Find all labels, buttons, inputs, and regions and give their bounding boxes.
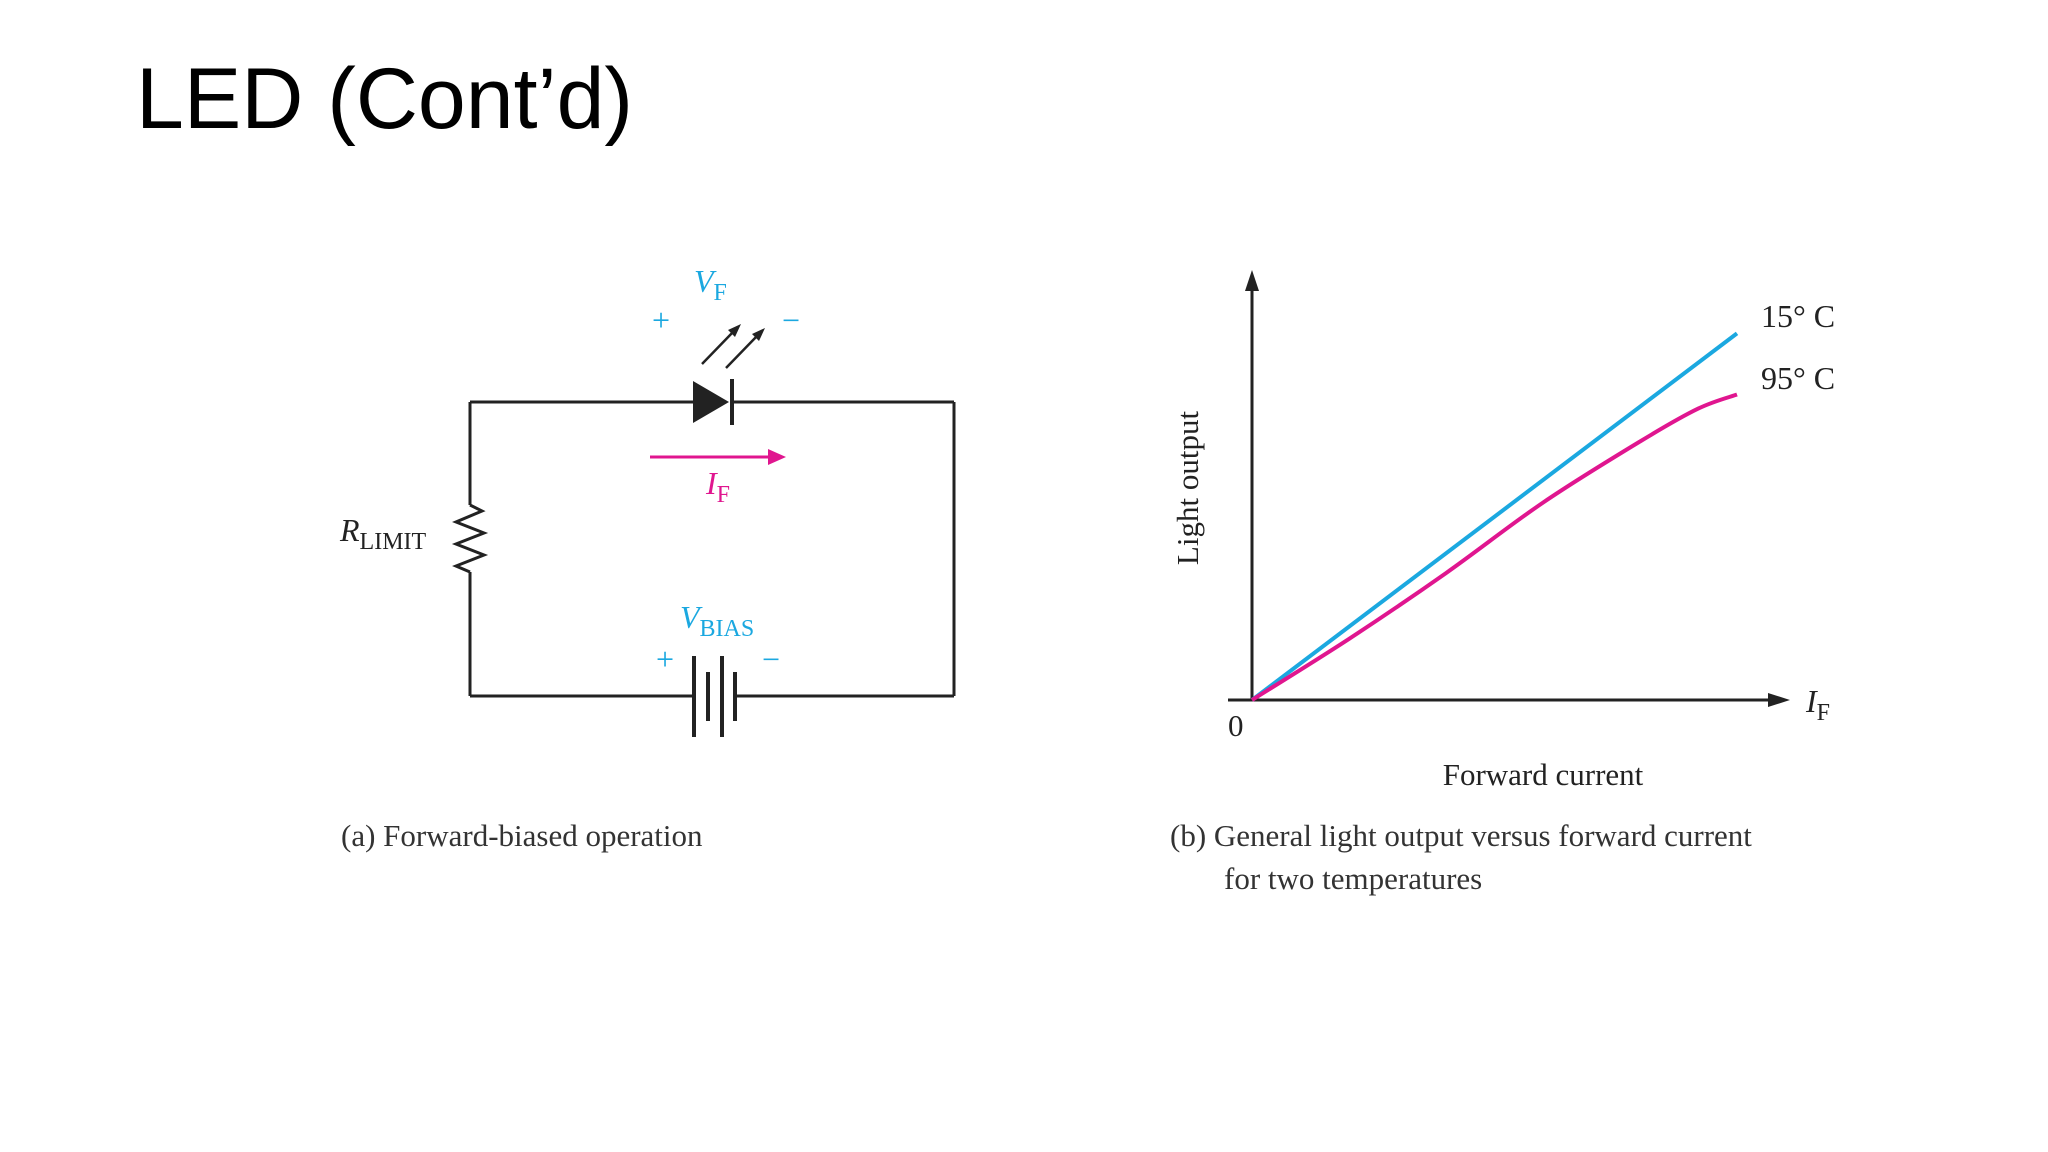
emission-arrowhead-2: [752, 328, 765, 341]
if-label: IF: [705, 465, 730, 508]
x-axis-label: Forward current: [1443, 757, 1644, 792]
circuit-caption: (a) Forward-biased operation: [341, 818, 703, 853]
vbias-minus-sign: −: [762, 641, 780, 677]
vf-label: VF: [694, 263, 727, 306]
x-axis-arrowhead: [1768, 693, 1790, 707]
light-output-chart: 15° C 95° C Light output Forward current…: [1170, 270, 1835, 896]
vbias-plus-sign: +: [656, 641, 674, 677]
current-arrowhead: [768, 449, 786, 465]
y-axis-arrowhead: [1245, 270, 1259, 291]
r-limit-label: RLIMIT: [339, 512, 427, 555]
emission-arrowhead-1: [728, 324, 741, 337]
series-line-15c: [1250, 331, 1739, 702]
slide-title: LED (Cont’d): [136, 51, 634, 147]
origin-label: 0: [1228, 708, 1244, 743]
series-label-15c: 15° C: [1761, 298, 1835, 334]
series-line-95c: [1250, 392, 1738, 702]
emission-arrow-2: [725, 335, 758, 369]
series-label-95c: 95° C: [1761, 360, 1835, 396]
led-diode-symbol: [693, 381, 729, 423]
vbias-label: VBIAS: [680, 599, 754, 642]
chart-caption-line-2: for two temperatures: [1224, 861, 1482, 896]
emission-arrow-1: [701, 331, 734, 365]
y-axis-label: Light output: [1170, 411, 1205, 566]
chart-caption-line-1: (b) General light output versus forward …: [1170, 818, 1752, 853]
vf-minus-sign: −: [782, 302, 800, 338]
resistor-symbol: [451, 503, 489, 574]
vf-plus-sign: +: [652, 302, 670, 338]
x-axis-symbol: IF: [1805, 683, 1830, 726]
led-circuit-diagram: [451, 324, 956, 737]
